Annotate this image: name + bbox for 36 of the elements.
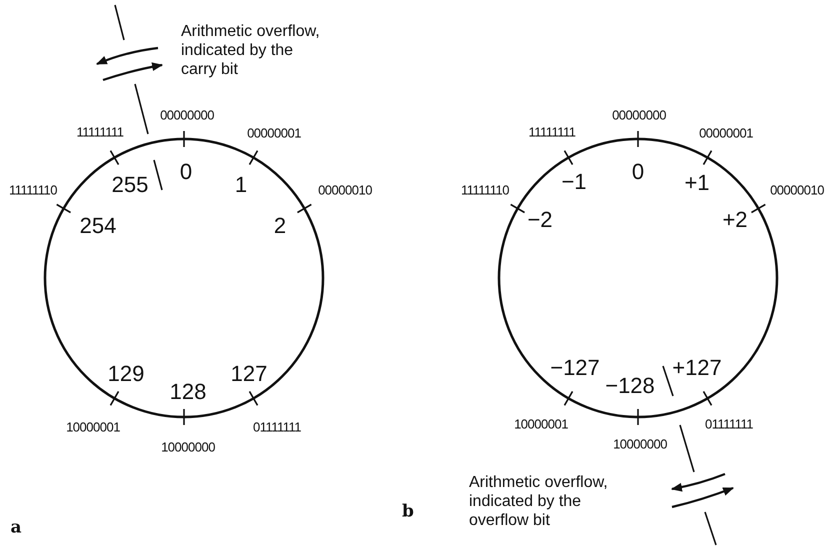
binary-code-label: 01111111 (252, 420, 302, 434)
decimal-value-label: 127 (230, 363, 268, 385)
decimal-value-label: 128 (170, 381, 206, 403)
binary-code-label: 00000010 (770, 184, 824, 196)
panel-letter: a (10, 520, 22, 536)
decimal-value-label: −2 (527, 209, 553, 231)
panel-letter: b (402, 504, 414, 520)
binary-code-label: 10000000 (161, 440, 215, 454)
binary-code-label: 00000000 (612, 108, 666, 122)
decimal-value-label: 1 (234, 174, 248, 196)
binary-code-label: 11111111 (76, 126, 124, 138)
overflow-note: Arithmetic overflow, indicated by the overflow bit (469, 473, 609, 530)
decimal-value-label: +127 (672, 357, 722, 379)
overflow-note: Arithmetic overflow, indicated by the carry bit (181, 22, 321, 79)
binary-code-label: 10000001 (514, 418, 568, 430)
decimal-value-label: +1 (684, 172, 710, 194)
decimal-value-label: 254 (80, 215, 116, 237)
binary-code-label: 00000010 (318, 184, 372, 196)
binary-code-label: 00000001 (247, 126, 301, 140)
decimal-value-label: −128 (605, 375, 655, 397)
decimal-value-label: −127 (550, 357, 600, 379)
binary-code-label: 11111110 (8, 184, 58, 196)
binary-code-label: 00000000 (160, 108, 214, 122)
binary-code-label: 10000001 (66, 420, 120, 434)
binary-code-label: 10000000 (613, 438, 667, 450)
binary-code-label: 00000001 (699, 126, 753, 140)
binary-code-label: 11111110 (460, 184, 510, 196)
decimal-value-label: 129 (108, 363, 144, 385)
decimal-value-label: +2 (722, 209, 748, 231)
binary-code-label: 01111111 (704, 418, 754, 430)
decimal-value-label: −1 (561, 171, 587, 193)
decimal-value-label: 2 (274, 215, 286, 237)
binary-code-label: 11111111 (528, 126, 576, 138)
decimal-value-label: 0 (632, 161, 644, 183)
decimal-value-label: 255 (112, 174, 148, 196)
decimal-value-label: 0 (180, 161, 192, 183)
